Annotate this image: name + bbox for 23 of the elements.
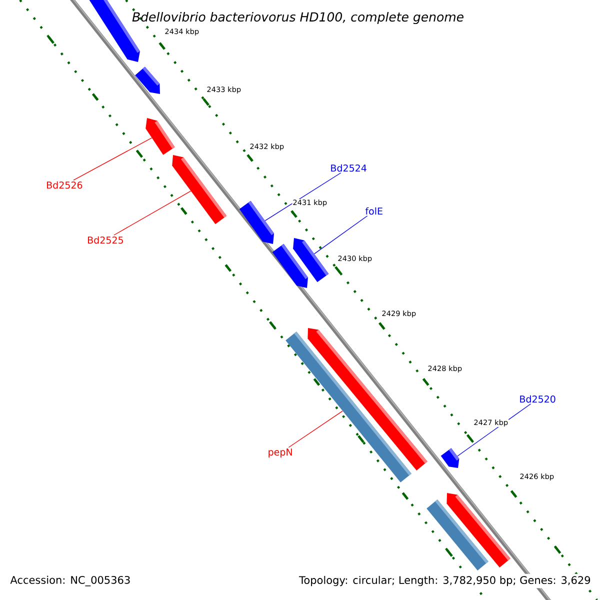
gene-label: Bd2524 [331,164,366,172]
gene-feature [293,238,329,282]
gene-label: Bd2526 [47,181,82,189]
gene-label: folE [365,207,382,215]
gene-feature [446,493,510,568]
leader-line [314,216,368,254]
leader-line [288,410,343,448]
gene-feature [146,118,175,155]
gene-label: Bd2525 [88,236,123,244]
accession-text: Accession: NC_005363 [10,576,130,586]
gene-feature [440,448,460,468]
summary-text: Topology: circular; Length: 3,782,950 bp; Genes: 3,629 [297,574,593,588]
gene-feature [308,328,428,470]
gene-feature [239,200,274,244]
leader-line [73,138,152,180]
gene-label: Bd2520 [520,395,556,403]
gene-feature [172,155,227,224]
gene-feature [135,66,160,94]
leader-line [114,190,192,236]
gene-label: pepN [268,448,292,458]
leader-line [457,404,532,456]
leader-line [264,172,342,221]
title: Bdellovibrio bacteriovorus HD100, complete genome [132,12,464,24]
